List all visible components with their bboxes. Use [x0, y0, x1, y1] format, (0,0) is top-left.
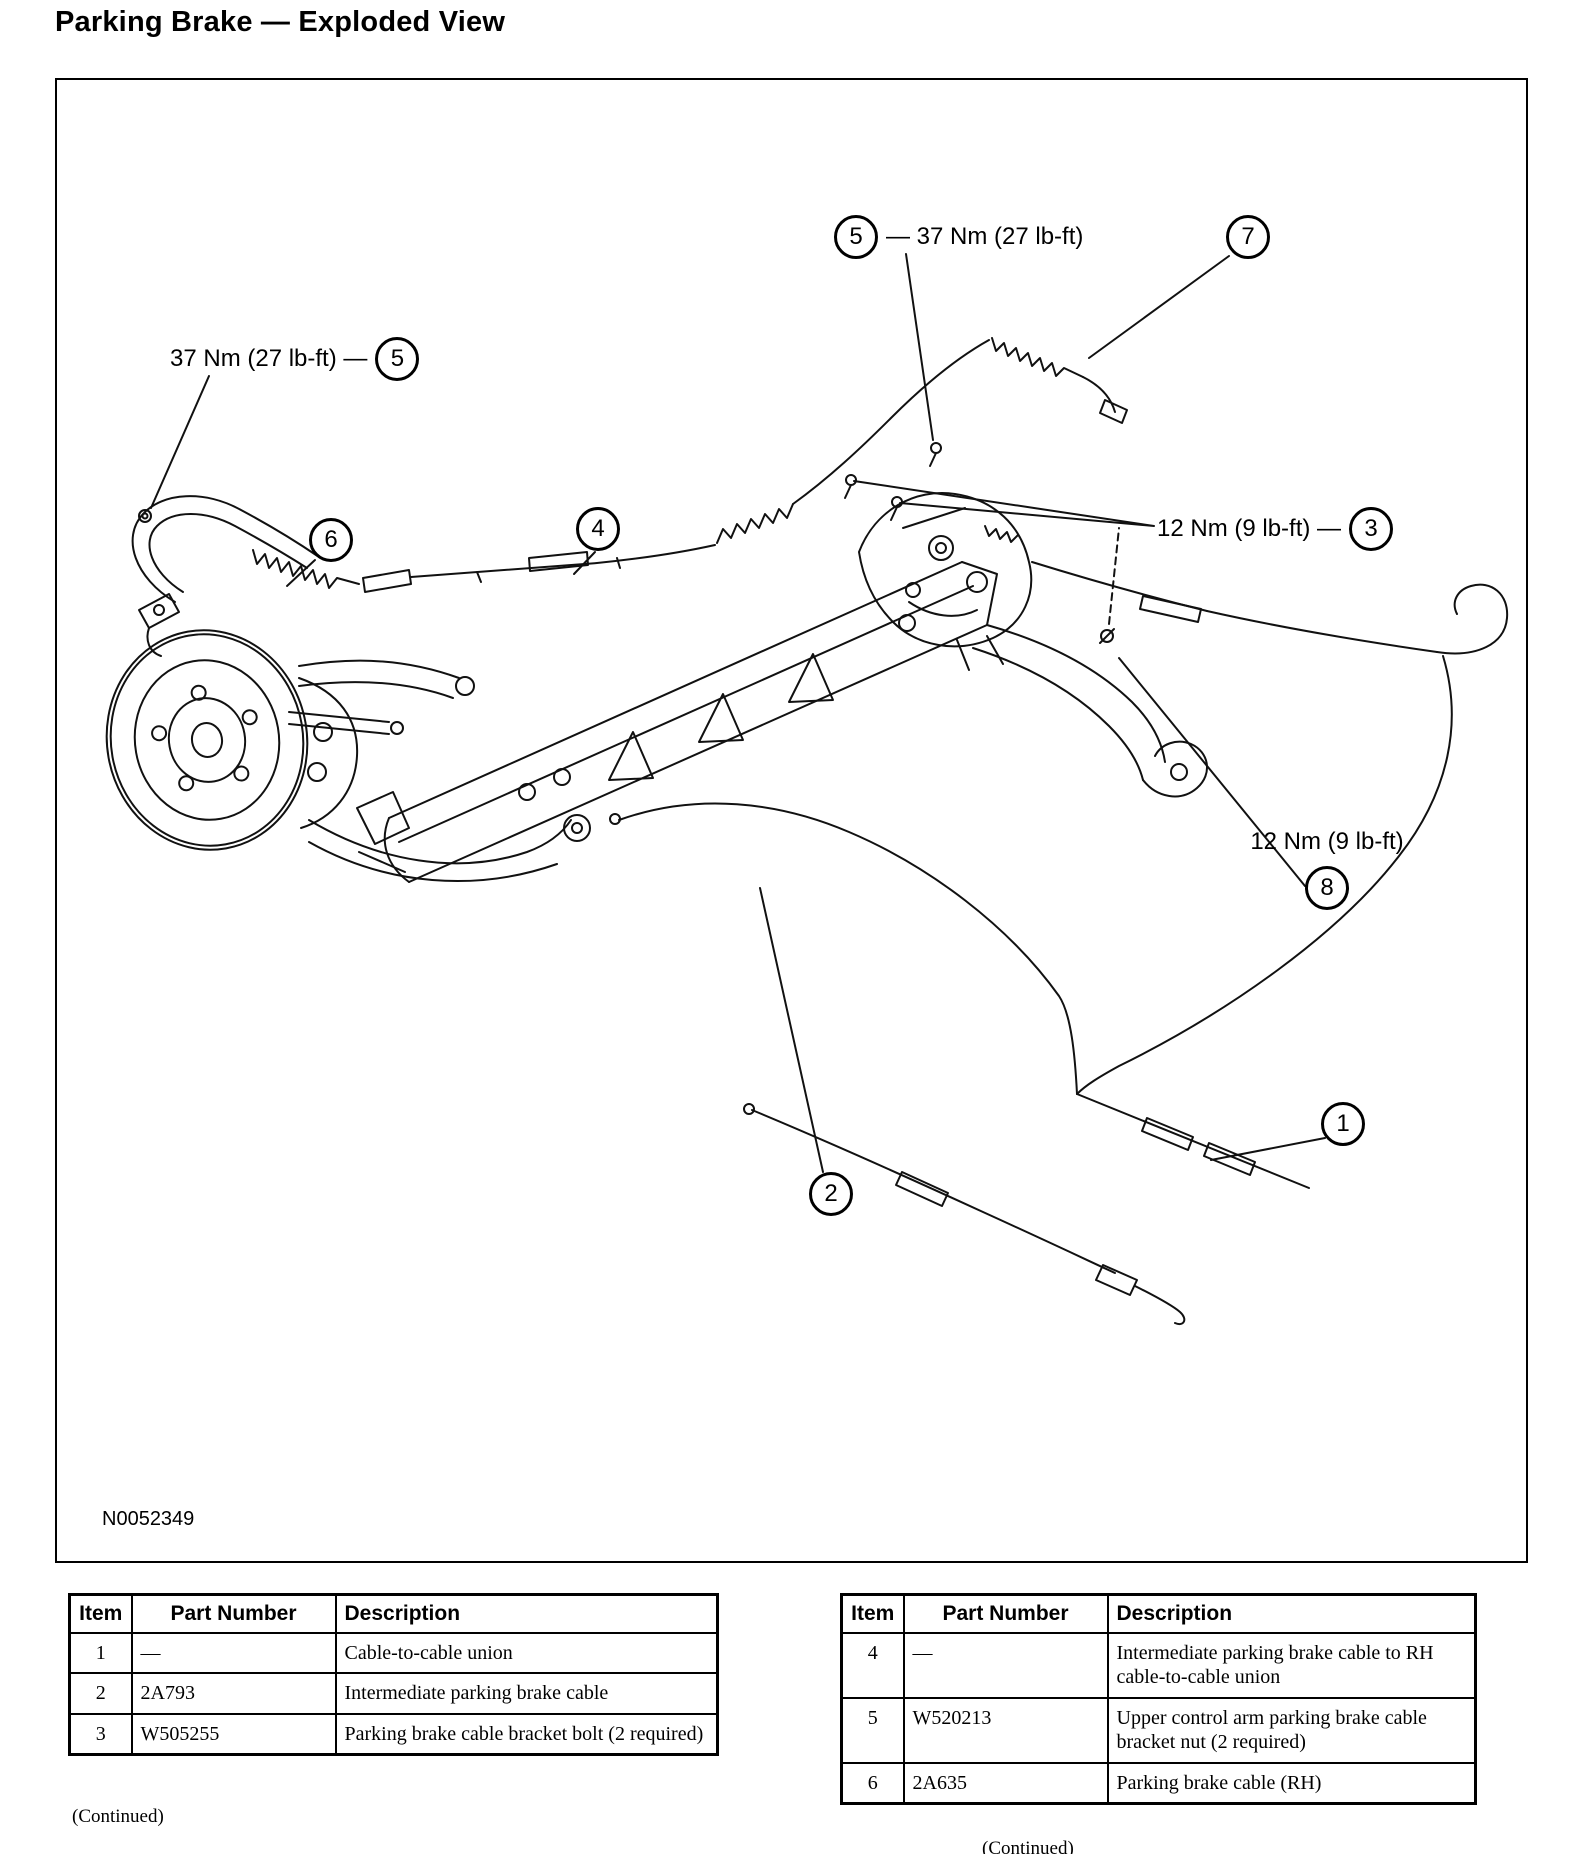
callout-bubble: 8 — [1305, 866, 1349, 910]
callout-bubble: 6 — [309, 518, 353, 562]
table-header-row: Item Part Number Description — [68, 1593, 719, 1634]
table-header-row: Item Part Number Description — [840, 1593, 1477, 1634]
torque-label: 37 Nm (27 lb-ft) — — [170, 345, 368, 372]
callout-bubble: 7 — [1226, 215, 1270, 259]
torque-label: 12 Nm (9 lb-ft) — [1250, 828, 1404, 855]
leader-lines — [150, 253, 1326, 1173]
description-cell: Intermediate parking brake cable to RH c… — [1106, 1632, 1477, 1699]
exploded-view-drawing — [105, 253, 1509, 1325]
callout-6: 6 — [309, 518, 353, 562]
table-row: 6 2A635 Parking brake cable (RH) — [840, 1761, 1477, 1805]
description-cell: Cable-to-cable union — [334, 1631, 719, 1675]
parts-table-left: Item Part Number Description 1 — Cable-t… — [68, 1593, 719, 1757]
callout-bubble: 3 — [1349, 507, 1394, 551]
column-header-description: Description — [1106, 1593, 1477, 1634]
figure-id: N0052349 — [102, 1508, 195, 1530]
callout-bubble: 5 — [375, 337, 420, 381]
table-row: 4 — Intermediate parking brake cable to … — [840, 1632, 1477, 1699]
callout-1: 1 — [1321, 1102, 1365, 1146]
torque-label: 12 Nm (9 lb-ft) — — [1157, 515, 1342, 542]
part-number-cell: — — [130, 1631, 337, 1675]
callout-bubble: 4 — [576, 507, 620, 551]
callout-7: 7 — [1226, 215, 1270, 259]
page-title: Parking Brake — Exploded View — [55, 6, 506, 38]
item-cell: 3 — [68, 1712, 133, 1756]
table-row: 5 W520213 Upper control arm parking brak… — [840, 1696, 1477, 1764]
column-header-description: Description — [334, 1593, 719, 1634]
callout-5-top: 5 — 37 Nm (27 lb-ft) — [834, 215, 1083, 259]
continued-note-right: (Continued) — [982, 1838, 1074, 1854]
callout-bubble: 1 — [1321, 1102, 1365, 1146]
part-number-cell: 2A635 — [902, 1761, 1109, 1805]
item-cell: 4 — [840, 1632, 905, 1699]
exploded-view-figure: 5 — 37 Nm (27 lb-ft) 7 37 Nm (27 lb-ft) … — [55, 78, 1528, 1563]
column-header-item: Item — [68, 1593, 133, 1634]
item-cell: 1 — [68, 1631, 133, 1675]
column-header-item: Item — [840, 1593, 905, 1634]
torque-label: — 37 Nm (27 lb-ft) — [886, 223, 1084, 250]
part-number-cell: — — [902, 1632, 1109, 1699]
equalizer-cluster — [858, 492, 1033, 671]
callout-bubble: 5 — [834, 215, 878, 259]
column-header-part-number: Part Number — [902, 1593, 1109, 1634]
table-row: 3 W505255 Parking brake cable bracket bo… — [68, 1712, 719, 1756]
item-cell: 2 — [68, 1672, 133, 1715]
item-cell: 6 — [840, 1761, 905, 1805]
description-cell: Upper control arm parking brake cable br… — [1106, 1696, 1477, 1764]
table-row: 2 2A793 Intermediate parking brake cable — [68, 1672, 719, 1715]
rh-parking-brake-cable — [131, 495, 412, 657]
description-cell: Parking brake cable bracket bolt (2 requ… — [334, 1712, 719, 1756]
callout-8: 12 Nm (9 lb-ft) 8 — [1227, 828, 1427, 910]
description-cell: Parking brake cable (RH) — [1106, 1761, 1477, 1805]
callout-bubble: 2 — [809, 1172, 853, 1216]
part-number-cell: W520213 — [902, 1696, 1109, 1764]
column-header-part-number: Part Number — [130, 1593, 337, 1634]
brake-drum — [105, 629, 309, 851]
subframe — [356, 561, 1208, 883]
callout-4: 4 — [576, 507, 620, 551]
callout-3: 12 Nm (9 lb-ft) — 3 — [1157, 507, 1394, 551]
description-cell: Intermediate parking brake cable — [334, 1672, 719, 1715]
table-row: 1 — Cable-to-cable union — [68, 1631, 719, 1675]
part-number-cell: W505255 — [130, 1712, 337, 1756]
item-cell: 5 — [840, 1696, 905, 1764]
callout-2: 2 — [809, 1172, 853, 1216]
callout-5-left: 37 Nm (27 lb-ft) — 5 — [170, 337, 420, 381]
part-number-cell: 2A793 — [130, 1672, 337, 1715]
parts-table-right: Item Part Number Description 4 — Interme… — [840, 1593, 1477, 1805]
continued-note-left: (Continued) — [72, 1806, 164, 1827]
